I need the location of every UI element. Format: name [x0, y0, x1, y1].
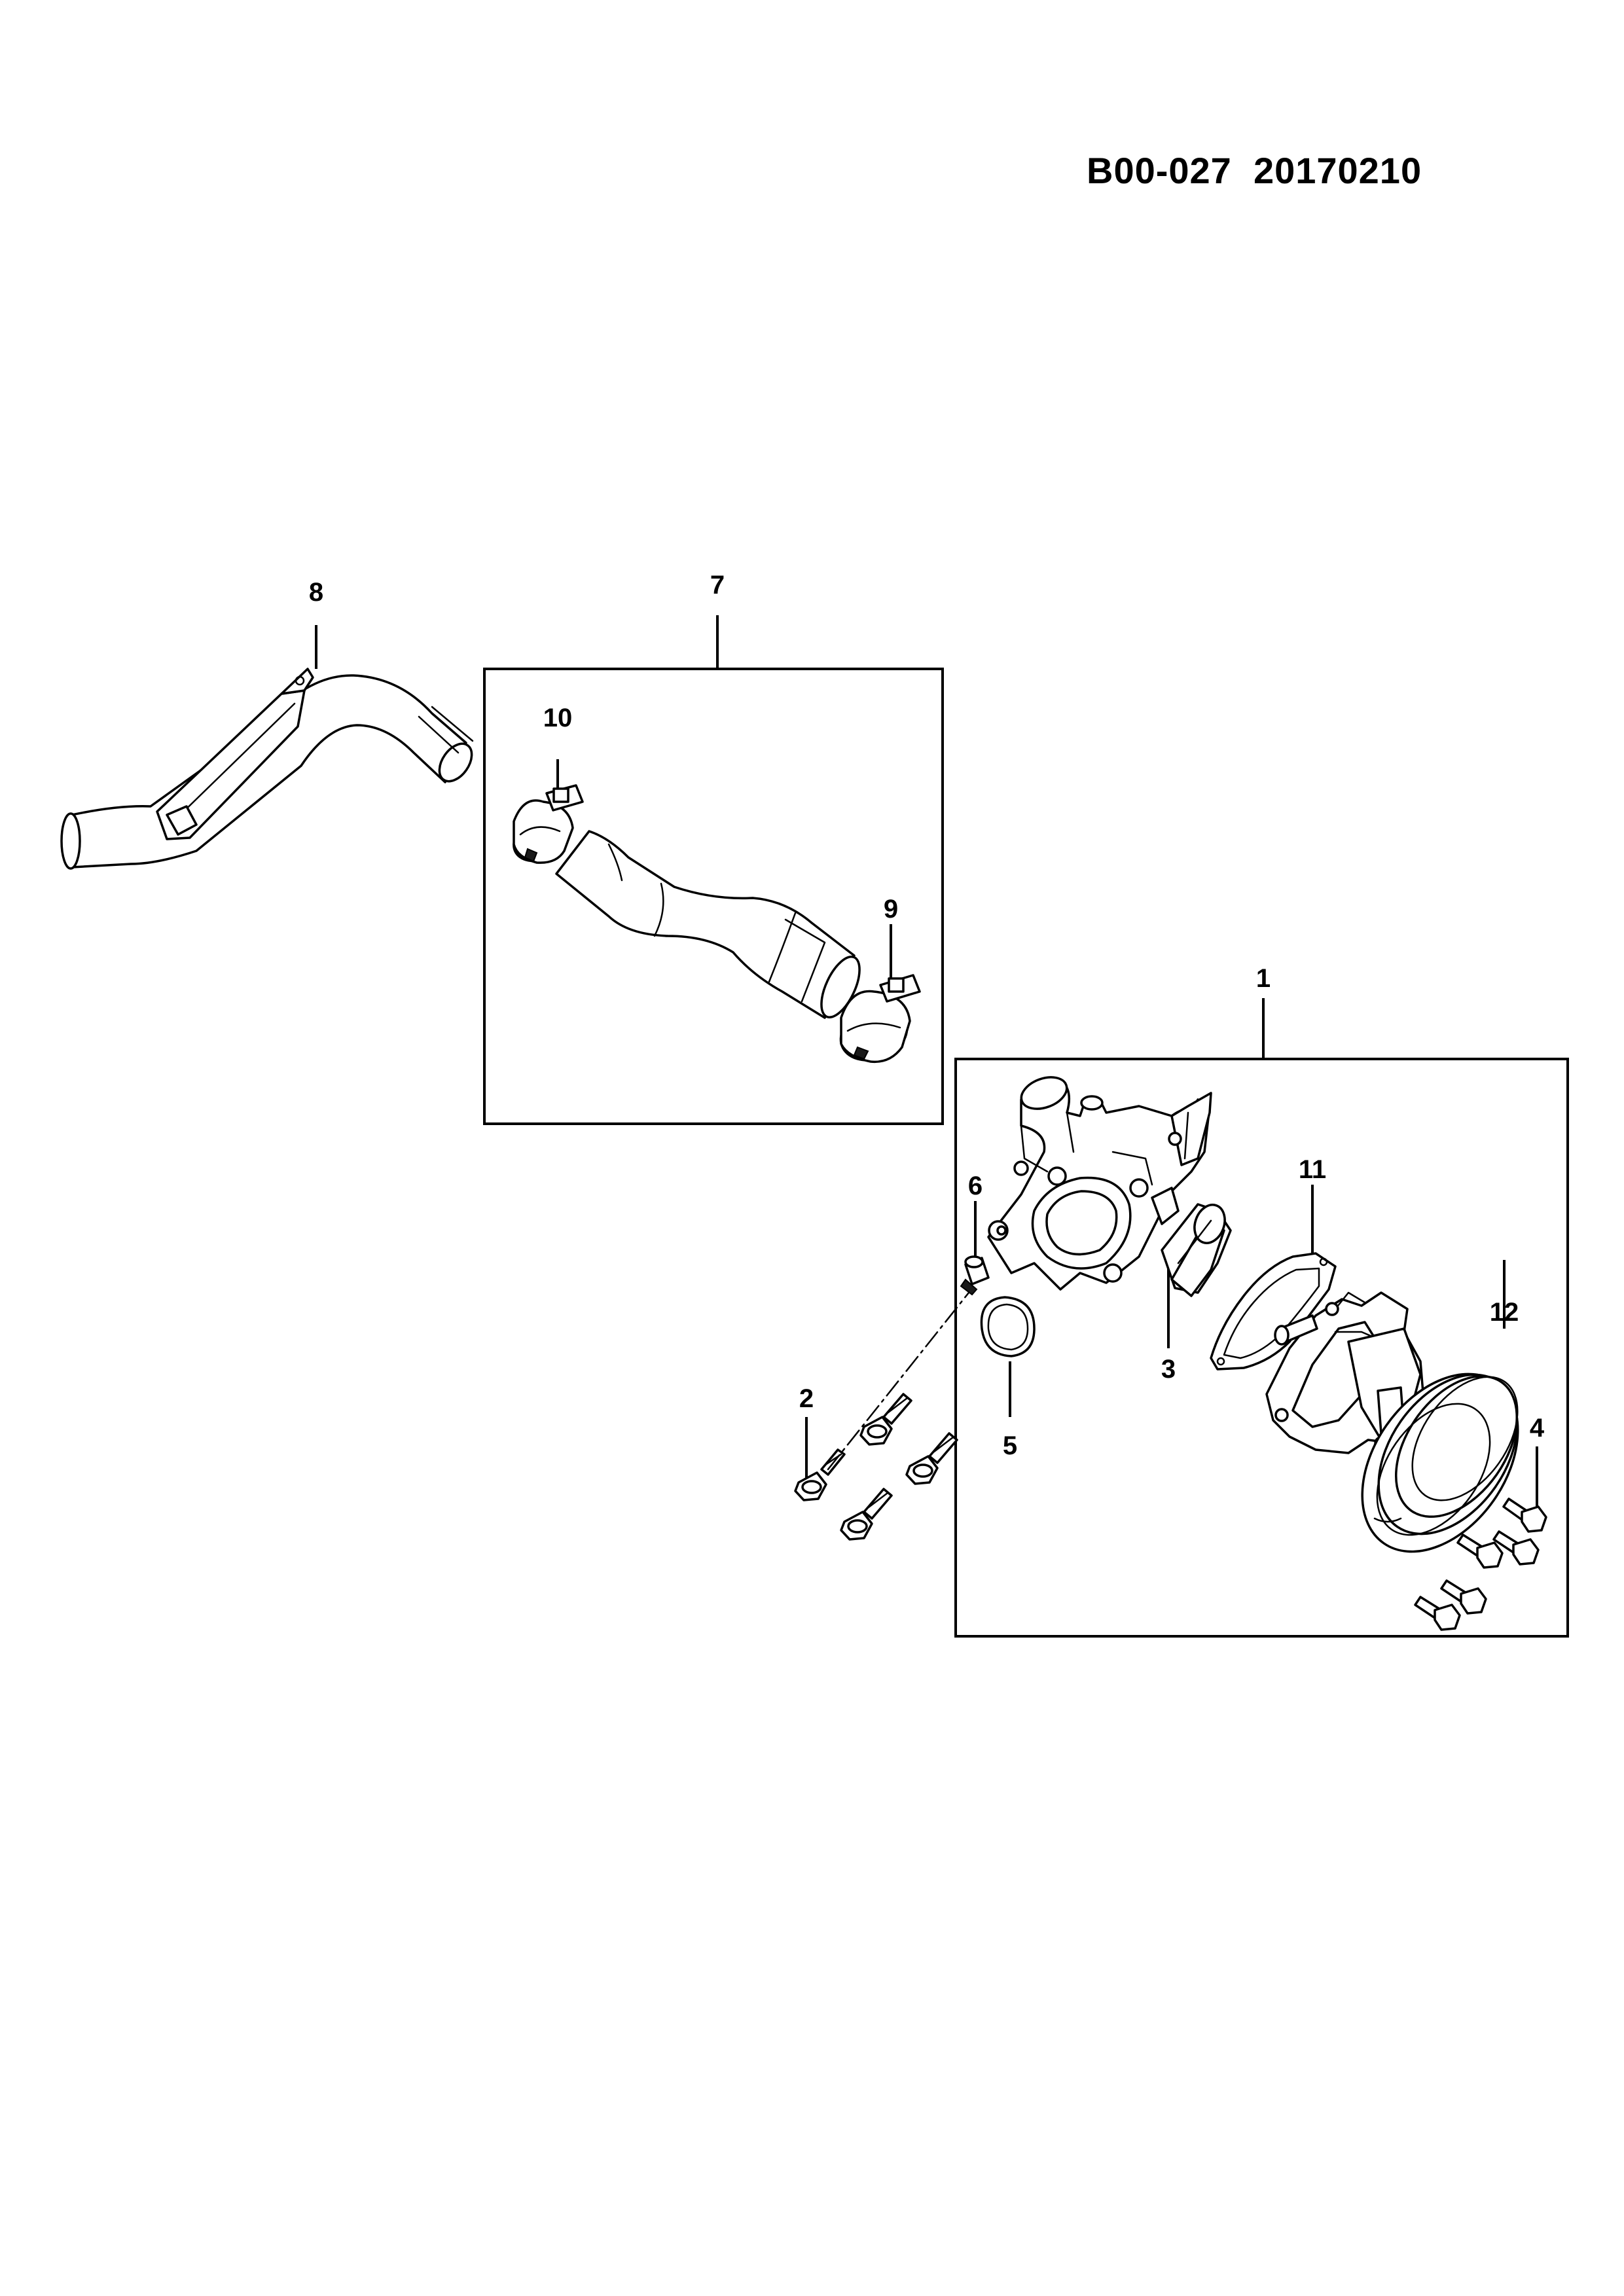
pump-bolt-2 [1492, 1530, 1540, 1566]
housing-bolt-1 [794, 1448, 846, 1501]
pump-bolt-4 [1440, 1579, 1487, 1615]
callout-11: 11 [1299, 1155, 1326, 1184]
callout-5: 5 [1003, 1431, 1017, 1460]
hose-kit-frame [483, 668, 944, 1125]
callout-8: 8 [309, 578, 323, 607]
pump-bolt-1 [1502, 1498, 1547, 1533]
hose-clamp-upper [513, 784, 584, 864]
housing-bolt-4 [840, 1488, 893, 1541]
water-pump-assembly-frame [954, 1058, 1569, 1638]
drawing-date: 20170210 [1253, 150, 1422, 191]
hose-clamp-lower [839, 974, 921, 1064]
callout-6: 6 [968, 1172, 983, 1200]
coolant-pipe [60, 668, 474, 870]
callout-labels: 8 7 10 9 1 6 11 12 3 5 2 4 [309, 571, 1545, 1460]
callout-12: 12 [1490, 1298, 1519, 1327]
pump-bolts [1414, 1498, 1547, 1631]
callout-2: 2 [799, 1384, 814, 1413]
callout-3: 3 [1161, 1355, 1176, 1384]
pump-pulley [1361, 1372, 1519, 1553]
drawing-code: B00-027 [1087, 150, 1232, 191]
housing-bolt-2 [859, 1393, 912, 1446]
pump-gasket [1210, 1252, 1337, 1371]
thermostat-element [1161, 1203, 1232, 1297]
housing-bolt-3 [905, 1432, 958, 1485]
housing-bolts [794, 1291, 970, 1541]
rubber-hose [555, 830, 861, 1019]
callout-7: 7 [710, 571, 725, 600]
callout-9: 9 [884, 895, 898, 924]
thermostat-housing [987, 1076, 1212, 1291]
callout-10: 10 [543, 704, 573, 732]
pump-bolt-3 [1456, 1534, 1504, 1569]
pump-bolt-5 [1414, 1596, 1461, 1631]
sensor-plug [960, 1255, 990, 1296]
callout-4: 4 [1530, 1414, 1545, 1443]
drawing-reference: B00-027 20170210 [1087, 149, 1479, 202]
callout-1: 1 [1256, 964, 1271, 993]
o-ring-seal [980, 1296, 1036, 1357]
